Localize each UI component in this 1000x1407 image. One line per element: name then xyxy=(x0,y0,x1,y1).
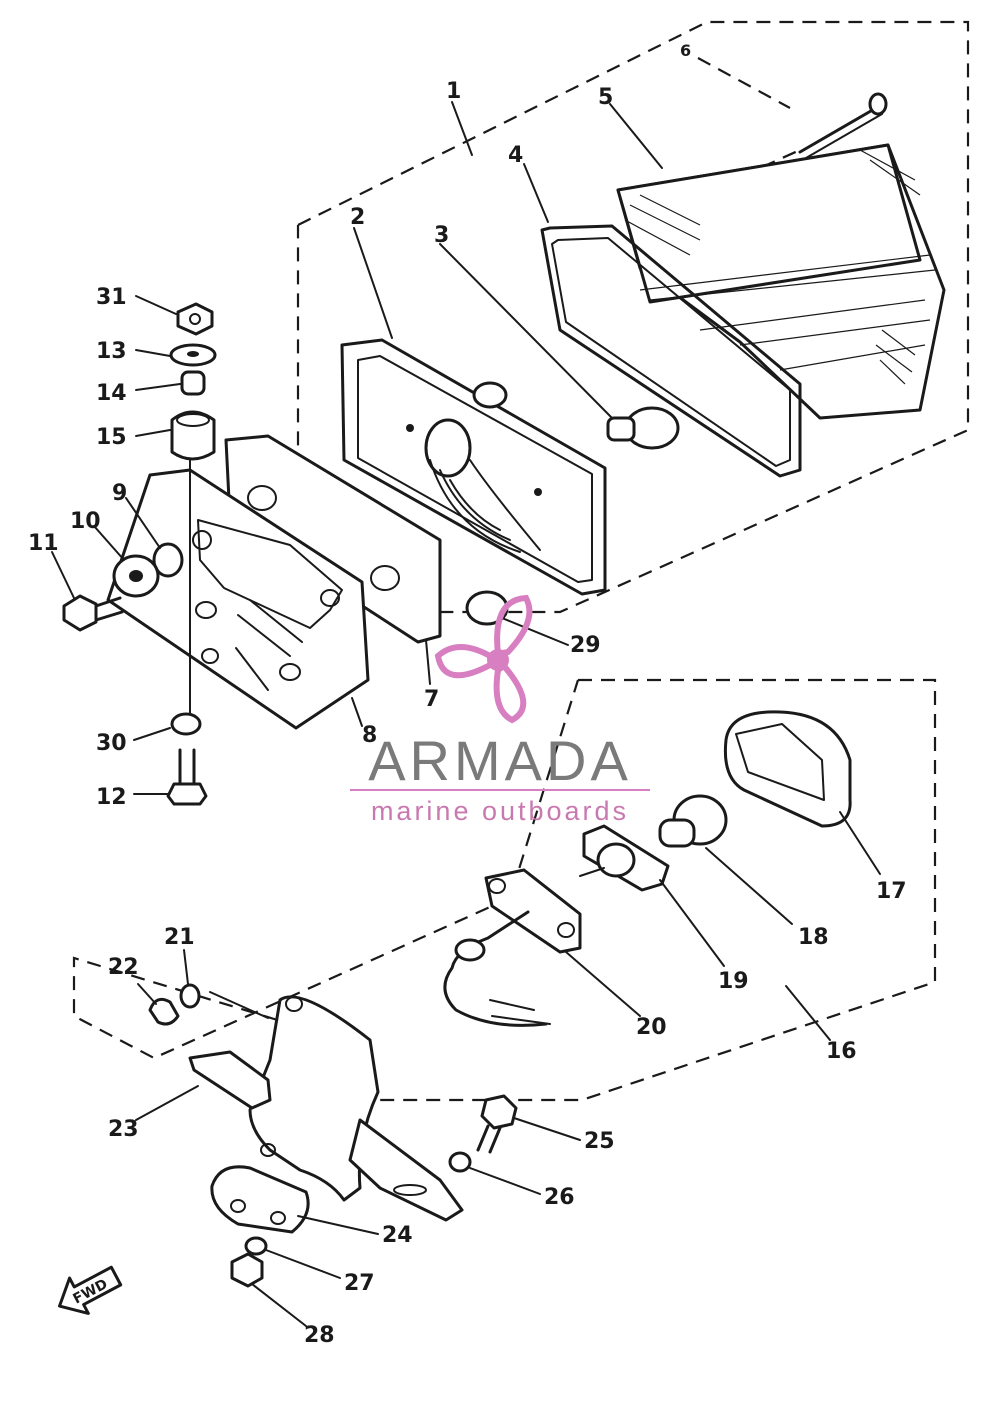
label-21: 21 xyxy=(164,925,195,950)
label-11: 11 xyxy=(28,531,59,556)
leader-21 xyxy=(183,949,189,985)
part-18-bulb xyxy=(658,794,793,925)
label-17: 17 xyxy=(876,879,907,904)
leader-26 xyxy=(469,1167,541,1195)
label-18: 18 xyxy=(798,925,829,950)
parts-21-22 xyxy=(137,949,269,1026)
part-23-bracket xyxy=(135,995,464,1222)
label-25: 25 xyxy=(584,1129,615,1154)
part-2-housing xyxy=(340,227,607,596)
leader-18 xyxy=(705,847,793,925)
leader-16 xyxy=(785,985,831,1041)
leader-24 xyxy=(297,1215,379,1235)
forward-arrow-icon: FWD xyxy=(58,1265,123,1315)
label-5: 5 xyxy=(598,85,613,110)
label-22: 22 xyxy=(108,955,139,980)
label-23: 23 xyxy=(108,1117,139,1142)
leader-25 xyxy=(513,1117,581,1141)
propeller-logo-icon xyxy=(434,594,533,724)
leader-27 xyxy=(265,1249,341,1279)
label-6: 6 xyxy=(680,41,691,60)
part-19-socket xyxy=(579,824,725,967)
leader-3 xyxy=(439,243,613,419)
label-15: 15 xyxy=(96,425,127,450)
leader-14 xyxy=(135,383,181,391)
parts-30-12 xyxy=(133,712,208,806)
label-31: 31 xyxy=(96,285,127,310)
part-29-cap xyxy=(465,590,569,646)
label-2: 2 xyxy=(350,205,365,230)
upper-assembly-group xyxy=(51,20,970,806)
label-1: 1 xyxy=(446,79,461,104)
leader-1 xyxy=(451,101,473,156)
label-3: 3 xyxy=(434,223,449,248)
leader-11 xyxy=(51,551,75,599)
part-5-lens xyxy=(609,103,946,420)
leader-20 xyxy=(565,951,641,1017)
lower-assembly-group xyxy=(72,678,937,1327)
leader-23 xyxy=(135,1085,199,1121)
part-4-gasket xyxy=(523,163,802,478)
label-13: 13 xyxy=(96,339,127,364)
label-27: 27 xyxy=(344,1271,375,1296)
label-20: 20 xyxy=(636,1015,667,1040)
label-30: 30 xyxy=(96,731,127,756)
leader-2 xyxy=(353,227,393,339)
leader-4 xyxy=(523,163,549,223)
leader-9 xyxy=(125,497,161,549)
parts-25-26 xyxy=(448,1094,581,1195)
label-16: 16 xyxy=(826,1039,857,1064)
label-9: 9 xyxy=(112,481,127,506)
leader-8 xyxy=(351,697,363,727)
leader-31 xyxy=(135,295,177,315)
label-24: 24 xyxy=(382,1223,413,1248)
label-26: 26 xyxy=(544,1185,575,1210)
label-8: 8 xyxy=(362,723,377,748)
leader-17 xyxy=(839,811,881,875)
label-10: 10 xyxy=(70,509,101,534)
leader-28 xyxy=(251,1283,307,1327)
part-6-screw xyxy=(697,57,888,188)
leader-30 xyxy=(133,727,171,741)
label-14: 14 xyxy=(96,381,127,406)
label-28: 28 xyxy=(304,1323,335,1348)
leader-10 xyxy=(93,525,125,561)
leader-5 xyxy=(609,103,663,169)
label-19: 19 xyxy=(718,969,749,994)
label-7: 7 xyxy=(424,687,439,712)
leader-15 xyxy=(135,429,171,437)
watermark-brand: ARMADA xyxy=(368,729,632,792)
leader-29 xyxy=(501,617,569,646)
label-4: 4 xyxy=(508,143,523,168)
parts-stack-31-13-14-15 xyxy=(135,295,217,721)
label-12: 12 xyxy=(96,785,127,810)
leader-22 xyxy=(137,983,157,1005)
parts-27-28 xyxy=(230,1236,341,1327)
watermark: ARMADA marine outboards xyxy=(350,594,650,826)
watermark-tagline: marine outboards xyxy=(371,796,629,826)
leader-7 xyxy=(425,639,431,685)
label-29: 29 xyxy=(570,633,601,658)
part-24-plate xyxy=(210,1165,379,1235)
parts-9-10-11 xyxy=(51,497,184,632)
leader-13 xyxy=(135,349,171,357)
part-17-cover xyxy=(723,710,881,875)
leader-19 xyxy=(659,879,725,967)
part-labels: 1 2 3 4 5 6 7 8 9 10 11 12 13 14 15 16 1… xyxy=(28,41,907,1348)
part-3-bulb xyxy=(439,243,680,450)
part-20-base xyxy=(443,868,641,1027)
